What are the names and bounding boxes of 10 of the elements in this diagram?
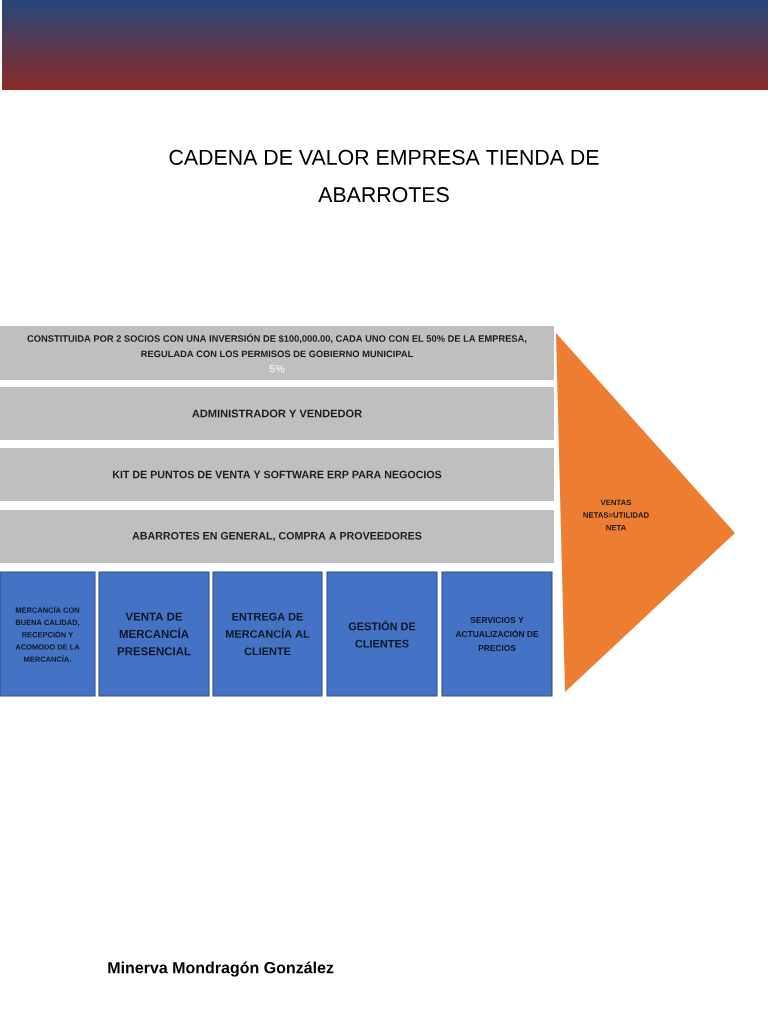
activity-band: ADMINISTRADOR Y VENDEDOR (0, 387, 554, 440)
activity-box: GESTIÓN DE CLIENTES (326, 571, 438, 697)
title: CADENA DE VALOR EMPRESA TIENDA DE ABARROTES (169, 149, 599, 203)
activity-band: ABARROTES EN GENERAL, COMPRA A PROVEEDORES (0, 510, 554, 563)
activity-band: CONSTITUIDA POR 2 SOCIOS CON UNA INVERSIÓN DE $100,000.00, CADA UNO CON EL 50% DE LA EMPRESA, REGULADA CON LOS PERMISOS DE GOBIERNO MUNICIPAL 5% (0, 326, 554, 380)
activity-box: VENTA DE MERCANCÍA PRESENCIAL (98, 571, 210, 697)
activity-band: KIT DE PUNTOS DE VENTA Y SOFTWARE ERP PARA NEGOCIOS (0, 448, 554, 501)
activity-box: ENTREGA DE MERCANCÍA AL CLIENTE (212, 571, 323, 697)
author-name: Minerva Mondragón González (108, 961, 334, 977)
activity-box: SERVICIOS Y ACTUALIZACIÓN DE PRECIOS (441, 571, 553, 697)
